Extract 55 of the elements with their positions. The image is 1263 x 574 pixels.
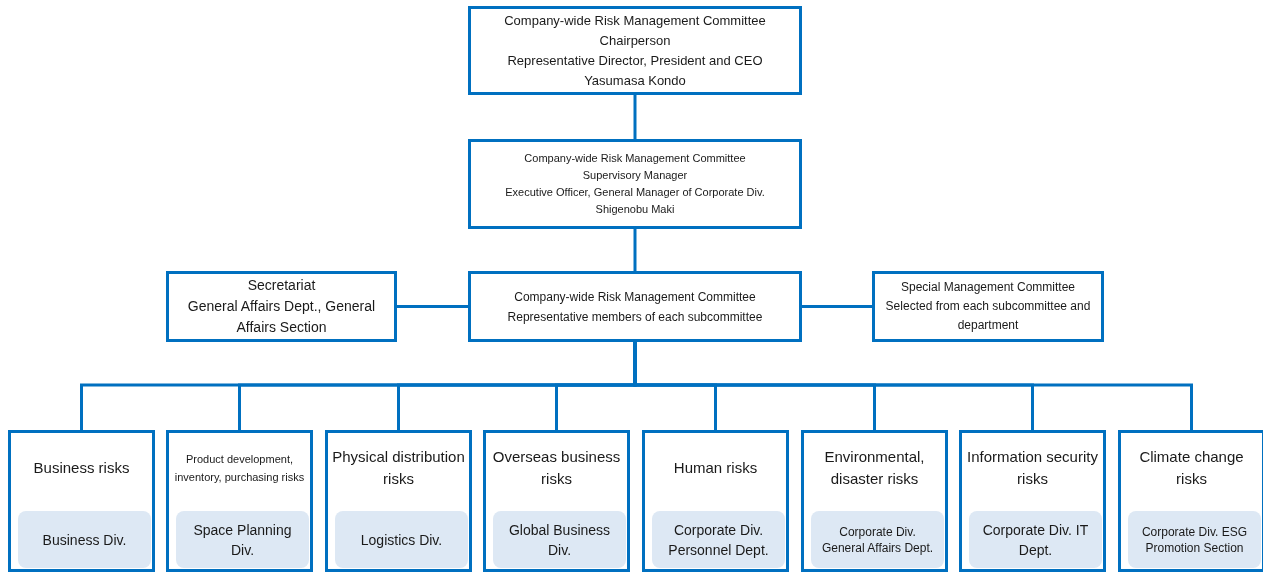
risk-category-label: Business risks <box>33 458 130 478</box>
risk-category-box <box>483 430 630 572</box>
risk-category-box <box>959 430 1106 572</box>
risk-category-label: Human risks <box>673 458 758 478</box>
committee-text: Executive Officer, General Manager of Corporate Div. <box>505 185 765 200</box>
risk-category-label: Climate change risks <box>1138 447 1245 489</box>
risk-category-box <box>8 430 155 572</box>
risk-category-box <box>642 430 789 572</box>
committee-box <box>872 271 1104 342</box>
committee-text: Secretariat <box>247 276 316 295</box>
committee-text: Supervisory Manager <box>582 168 688 183</box>
connector-line <box>633 95 637 139</box>
committee-text: Representative Director, President and CEO <box>507 51 763 70</box>
committee-box <box>166 271 397 342</box>
committee-text: Company-wide Risk Management Committee <box>524 151 746 166</box>
division-box <box>493 511 626 568</box>
risk-category-label: Environmental, disaster risks <box>823 447 926 489</box>
division-label: Corporate Div. ESG Promotion Section <box>1140 523 1249 556</box>
division-box <box>176 511 309 568</box>
division-box <box>652 511 785 568</box>
committee-text: Representative members of each subcommittee <box>507 308 763 326</box>
risk-category-label: Information security risks <box>966 447 1099 489</box>
division-box <box>1128 511 1261 568</box>
division-label: Space Planning Div. <box>192 520 293 560</box>
risk-category-label: Physical distribution risks <box>332 447 465 489</box>
division-label: Corporate Div. IT Dept. <box>981 520 1090 560</box>
risk-category-label: Product development, inventory, purchasing risks <box>173 452 306 485</box>
risk-category-box <box>801 430 948 572</box>
division-label: Global Business Div. <box>507 520 612 560</box>
committee-box <box>468 6 802 95</box>
connector-line <box>397 305 468 308</box>
committee-text: Shigenobu Maki <box>595 202 675 217</box>
division-box <box>969 511 1102 568</box>
committee-box <box>468 271 802 342</box>
committee-box <box>468 139 802 229</box>
committee-text: General Affairs Dept., General Affairs Section <box>186 297 377 337</box>
committee-text: Company-wide Risk Management Committee <box>514 288 756 306</box>
division-label: Corporate Div. General Affairs Dept. <box>820 523 935 556</box>
division-label: Business Div. <box>42 530 127 550</box>
connector-line <box>633 229 637 271</box>
division-box <box>18 511 151 568</box>
risk-category-box <box>325 430 472 572</box>
risk-category-box <box>166 430 313 572</box>
risk-category-box <box>1118 430 1263 572</box>
committee-text: Yasumasa Kondo <box>584 71 686 90</box>
division-label: Logistics Div. <box>360 530 443 550</box>
division-box <box>335 511 468 568</box>
connector-line <box>802 305 872 308</box>
committee-text: Company-wide Risk Management Committee <box>504 11 766 30</box>
committee-text: Special Management Committee <box>900 279 1076 296</box>
division-box <box>811 511 944 568</box>
committee-text: Chairperson <box>599 31 671 50</box>
risk-category-label: Overseas business risks <box>491 447 622 489</box>
division-label: Corporate Div. Personnel Dept. <box>667 520 770 560</box>
committee-text: Selected from each subcommittee and department <box>884 298 1092 334</box>
